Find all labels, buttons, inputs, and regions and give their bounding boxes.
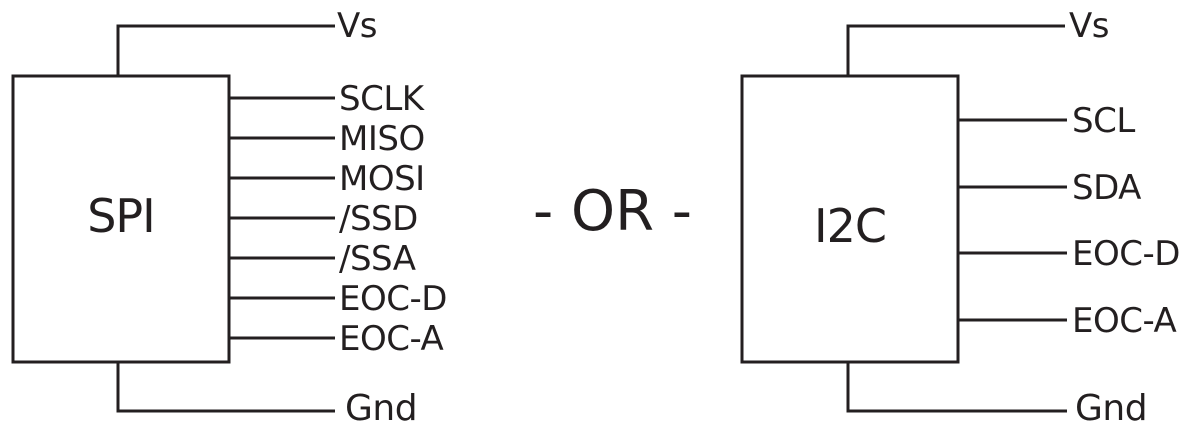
spi-pin-label-miso: MISO — [339, 119, 425, 159]
i2c-pin-label-sda: SDA — [1072, 168, 1141, 208]
spi-gnd-label: Gnd — [345, 388, 418, 429]
spi-pin-label-sclk: SCLK — [339, 79, 424, 119]
spi-vs-label: Vs — [337, 6, 377, 46]
or-separator: - OR - — [533, 179, 693, 244]
i2c-chip-name: I2C — [814, 199, 887, 253]
i2c-pin-label-eoc-a: EOC-A — [1072, 301, 1177, 341]
spi-pin-label-mosi: MOSI — [339, 159, 425, 199]
spi-vs-wire — [116, 24, 335, 76]
spi-pin-label-ssd: /SSD — [339, 199, 418, 239]
spi-pin-label-eoc-a: EOC-A — [339, 319, 444, 359]
spi-pin-label-ssa: /SSA — [339, 239, 416, 279]
spi-gnd-wire — [116, 362, 335, 413]
i2c-gnd-wire — [846, 362, 1067, 413]
spi-chip-name: SPI — [87, 189, 156, 243]
i2c-vs-label: Vs — [1069, 6, 1109, 46]
i2c-gnd-label: Gnd — [1075, 388, 1148, 429]
i2c-chip-wiring — [740, 24, 1067, 413]
spi-chip-wiring — [11, 24, 335, 413]
i2c-vs-wire — [846, 24, 1065, 76]
i2c-pin-label-eoc-d: EOC-D — [1072, 234, 1180, 274]
i2c-chip-box — [740, 74, 960, 364]
spi-pin-label-eoc-d: EOC-D — [339, 279, 447, 319]
i2c-pin-label-scl: SCL — [1072, 101, 1135, 141]
